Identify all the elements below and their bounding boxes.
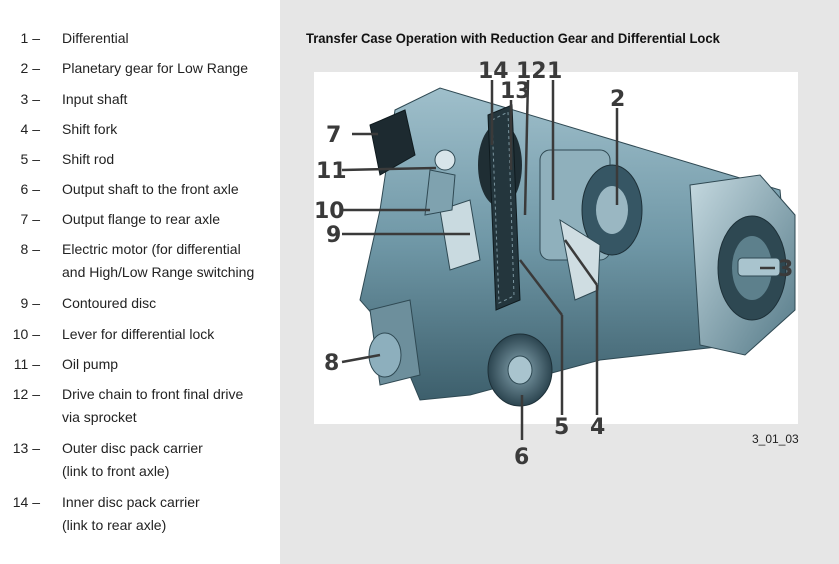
callout-10: 10 xyxy=(314,199,345,224)
legend-item-label: and High/Low Range switching xyxy=(62,264,255,280)
legend-item-number: 8 – xyxy=(20,241,40,257)
legend-item-label: Outer disc pack carrier xyxy=(62,440,203,456)
legend-item-number: 10 – xyxy=(12,326,40,342)
callout-13: 13 xyxy=(500,79,531,104)
legend-item-number: 6 – xyxy=(20,181,40,197)
legend-item-label: Planetary gear for Low Range xyxy=(62,60,248,76)
callout-9: 9 xyxy=(326,223,341,248)
figure-title: Transfer Case Operation with Reduction G… xyxy=(306,30,720,46)
legend-item-label: Contoured disc xyxy=(62,295,157,311)
legend-item-number: 11 – xyxy=(13,356,40,372)
callout-numbers: 14 13 12 1 2 7 11 10 9 3 8 5 4 6 xyxy=(314,59,793,470)
callout-2: 2 xyxy=(610,87,625,112)
legend-item-number: 13 – xyxy=(12,440,40,456)
callout-6: 6 xyxy=(514,445,529,470)
legend-item-number: 1 – xyxy=(20,30,40,46)
legend-item-label: (link to rear axle) xyxy=(62,517,167,533)
callout-3: 3 xyxy=(778,257,793,282)
legend-item-label: Differential xyxy=(62,30,129,46)
legend-item-label: Oil pump xyxy=(62,356,119,372)
callout-5: 5 xyxy=(554,415,569,440)
legend-item-number: 2 – xyxy=(20,60,40,76)
callout-12: 12 xyxy=(516,59,547,84)
legend-item-label: Inner disc pack carrier xyxy=(62,494,200,510)
legend-item-label: Shift fork xyxy=(62,121,118,137)
legend-item-label: Input shaft xyxy=(62,91,128,107)
legend-item-label: (link to front axle) xyxy=(62,463,170,479)
legend-item-label: Drive chain to front final drive xyxy=(62,386,244,402)
legend-item-label: Output shaft to the front axle xyxy=(62,181,239,197)
legend-item-label: Electric motor (for differential xyxy=(62,241,241,257)
legend-item-label: Shift rod xyxy=(62,151,115,167)
callout-leaders xyxy=(341,79,775,440)
callout-8: 8 xyxy=(324,351,339,376)
callout-4: 4 xyxy=(590,415,605,440)
legend-item-number: 12 – xyxy=(12,386,40,402)
callout-1: 1 xyxy=(547,59,562,84)
legend-item-number: 9 – xyxy=(20,295,40,311)
legend-item-label: Output flange to rear axle xyxy=(62,211,220,227)
legend-item-label: via sprocket xyxy=(62,409,137,425)
callout-7: 7 xyxy=(326,123,341,148)
callout-14: 14 xyxy=(478,59,509,84)
legend-item-number: 4 – xyxy=(20,121,40,137)
legend-item-label: Lever for differential lock xyxy=(62,326,215,342)
figure-code: 3_01_03 xyxy=(752,432,799,446)
legend-item-number: 5 – xyxy=(20,151,40,167)
callout-11: 11 xyxy=(316,159,347,184)
legend-item-number: 14 – xyxy=(12,494,40,510)
legend-item-number: 7 – xyxy=(20,211,40,227)
component-legend: 1 – Differential 2 – Planetary gear for Low… xyxy=(0,0,280,564)
legend-item-number: 3 – xyxy=(20,91,40,107)
